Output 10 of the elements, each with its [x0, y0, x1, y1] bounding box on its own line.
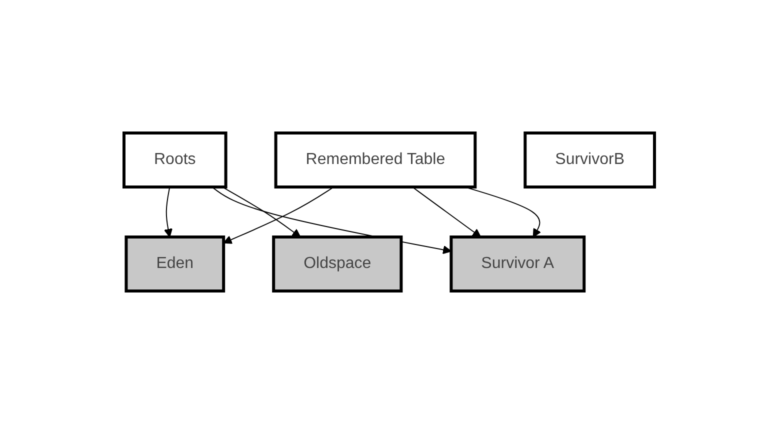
node-box: Remembered Table [274, 132, 476, 188]
node-box: SurvivorB [523, 132, 656, 188]
node-box: Oldspace [272, 236, 402, 292]
arrow [222, 186, 334, 244]
node-box: Eden [124, 236, 225, 292]
arrow [412, 186, 481, 238]
node-box: Roots [122, 132, 228, 188]
arrow [164, 186, 172, 238]
arrow [222, 186, 301, 238]
node-box: Survivor A [449, 236, 586, 292]
